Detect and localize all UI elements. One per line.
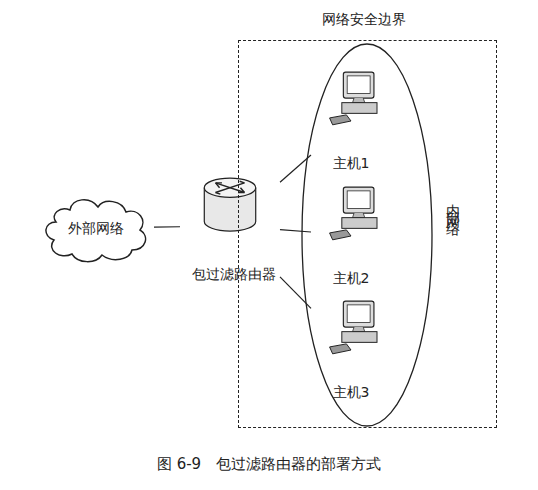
node-label: 主机3: [311, 384, 391, 400]
router-node: 包过滤路由器: [180, 170, 280, 282]
ellipse-node: 内部网络主机1主机2主机3: [301, 43, 433, 427]
node-label: 内部网络: [445, 193, 461, 217]
cloud-node: 外部网络: [38, 192, 154, 264]
network-link: [154, 226, 180, 228]
node-label: 网络安全边界: [239, 11, 498, 27]
dashed-node: 网络安全边界内部网络主机1主机2主机3: [238, 40, 497, 428]
network-link: [280, 230, 311, 232]
host-node: 主机2: [311, 184, 391, 286]
node-label: 外部网络: [38, 220, 154, 236]
figure-caption: 图 6-9 包过滤路由器的部署方式: [0, 456, 538, 472]
computer-icon: [311, 184, 391, 262]
computer-icon: [311, 298, 391, 376]
node-label: 主机1: [311, 155, 391, 171]
host-node: 主机1: [311, 69, 391, 171]
computer-icon: [311, 69, 391, 147]
internal-network-ellipse: [301, 43, 433, 427]
node-label: 主机2: [311, 270, 391, 286]
router-icon: [180, 170, 280, 260]
node-label: 包过滤路由器: [184, 266, 284, 282]
host-node: 主机3: [311, 298, 391, 400]
